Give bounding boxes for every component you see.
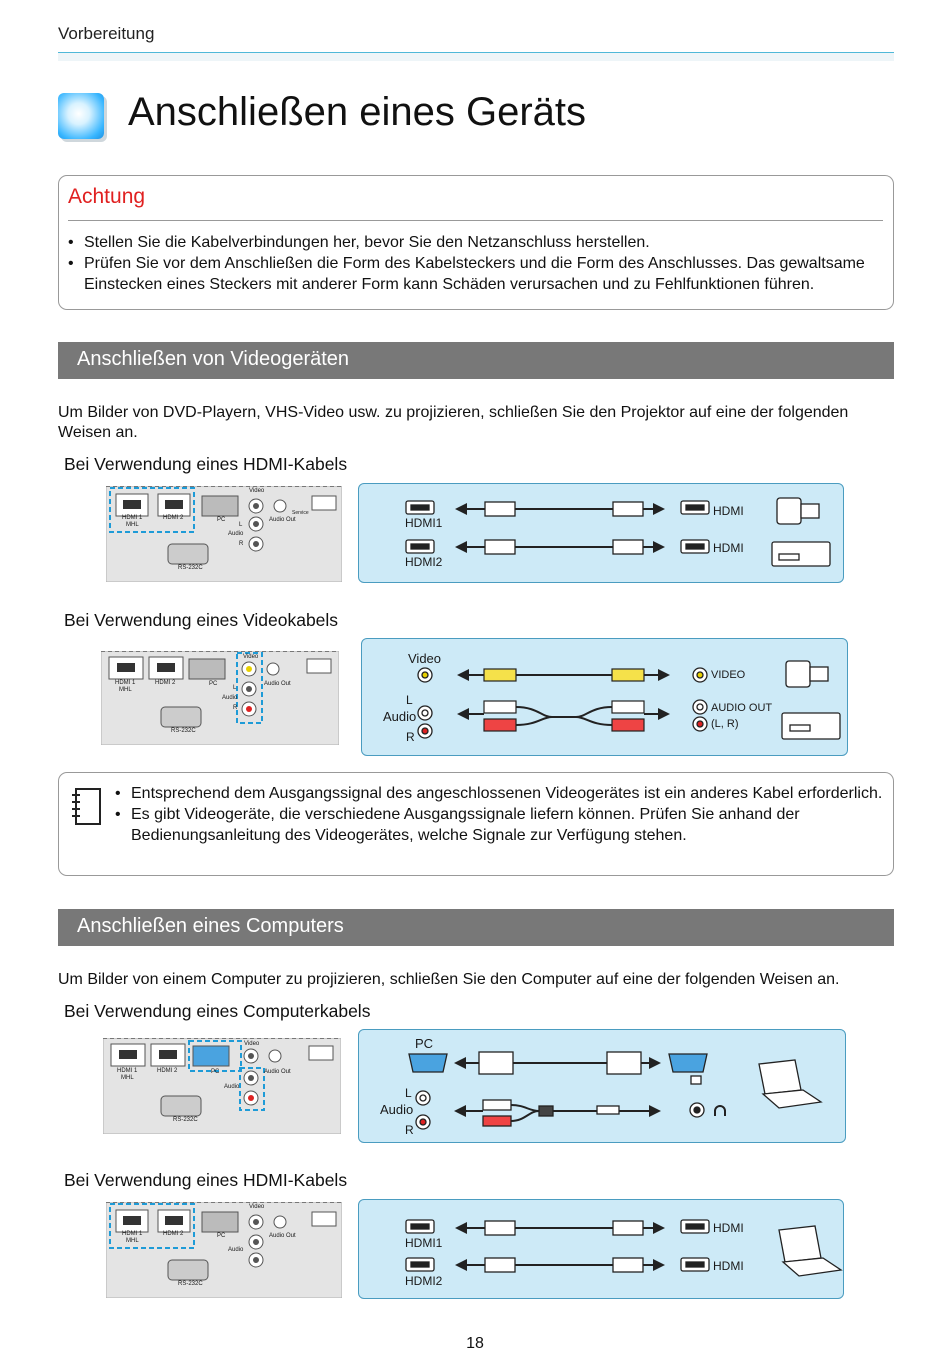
label-hdmi2: HDMI 2 [155, 680, 176, 686]
label-audio-out: Audio Out [264, 681, 291, 687]
label-r: R [233, 705, 238, 711]
diagram-label-lr: (L, R) [711, 718, 739, 730]
notebook-icon [70, 787, 103, 827]
diagram-label-hdmi-out-2: HDMI [713, 1259, 744, 1273]
running-header: Vorbereitung [58, 24, 155, 43]
label-video: Video [249, 488, 265, 494]
diagram-label-hdmi1: HDMI1 [405, 516, 443, 530]
label-audio: Audio [228, 531, 244, 537]
label-rs232c: RS-232C [171, 728, 196, 734]
port-panel-pc: HDMI 1 MHL HDMI 2 PC Video Audio Audio O… [103, 1038, 341, 1134]
label-r: R [239, 541, 244, 547]
label-hdmi2: HDMI 2 [163, 1231, 184, 1237]
caution-divider [68, 220, 883, 221]
label-rs232c: RS-232C [173, 1117, 198, 1123]
label-rs232c: RS-232C [178, 565, 203, 571]
video-connection-diagram: Video L Audio R VIDEO AUDIO OUT (L, R) [361, 638, 848, 756]
computer-intro: Um Bilder von einem Computer zu projizie… [58, 971, 840, 988]
label-video: Video [244, 1041, 260, 1047]
caution-box: Achtung Stellen Sie die Kabelverbindunge… [58, 175, 894, 310]
diagram-label-audio-out: AUDIO OUT [711, 702, 773, 714]
label-video: Video [249, 1204, 265, 1210]
diagram-label-r: R [405, 1123, 414, 1137]
label-audio-out: Audio Out [269, 1233, 296, 1239]
caution-title: Achtung [68, 185, 146, 208]
diagram-label-hdmi-out-1: HDMI [713, 1221, 744, 1235]
diagram-label-l: L [405, 1086, 412, 1100]
label-pc: PC [217, 1233, 226, 1239]
diagram-label-r: R [406, 730, 415, 744]
label-mhl: MHL [126, 522, 139, 528]
note-box: Entsprechend dem Ausgangssignal des ange… [58, 772, 894, 876]
label-hdmi1: HDMI 1 [117, 1068, 138, 1074]
label-mhl: MHL [126, 1238, 139, 1244]
caution-list: Stellen Sie die Kabelverbindungen her, b… [68, 232, 888, 295]
diagram-label-hdmi2: HDMI2 [405, 1274, 443, 1288]
label-audio: Audio [228, 1247, 244, 1253]
diagram-label-audio: Audio [383, 709, 417, 724]
label-pc: PC [209, 681, 218, 687]
caution-item: Prüfen Sie vor dem Anschließen die Form … [68, 253, 888, 295]
diagram-label-audio: Audio [380, 1102, 414, 1117]
subheading-computer-cable: Bei Verwendung eines Computerkabels [64, 1001, 371, 1021]
page-title: Anschließen eines Geräts [128, 90, 587, 134]
label-l: L [239, 522, 243, 528]
diagram-label-pc: PC [415, 1036, 434, 1051]
port-panel-hdmi-computer: HDMI 1 MHL HDMI 2 PC Video Audio Audio O… [106, 1202, 342, 1298]
diagram-label-video-out: VIDEO [711, 669, 746, 681]
label-pc: PC [217, 517, 226, 523]
diagram-label-hdmi1: HDMI1 [405, 1236, 443, 1250]
subheading-video-cable: Bei Verwendung eines Videokabels [64, 610, 339, 630]
chapter-icon [58, 93, 104, 139]
caution-item: Stellen Sie die Kabelverbindungen her, b… [68, 232, 888, 253]
diagram-label-hdmi-out-1: HDMI [713, 504, 744, 518]
port-panel-hdmi: HDMI 1 MHL HDMI 2 PC Video L Audio R Aud… [106, 486, 342, 582]
label-mhl: MHL [119, 687, 132, 693]
video-intro: Um Bilder von DVD-Playern, VHS-Video usw… [58, 404, 849, 441]
diagram-label-hdmi2: HDMI2 [405, 555, 443, 569]
header-rule [58, 52, 894, 61]
note-list: Entsprechend dem Ausgangssignal des ange… [115, 783, 885, 846]
label-audio-out: Audio Out [269, 517, 296, 523]
diagram-label-video: Video [408, 651, 442, 666]
label-audio: Audio [224, 1084, 240, 1090]
label-hdmi1: HDMI 1 [115, 680, 136, 686]
subheading-hdmi-video: Bei Verwendung eines HDMI-Kabels [64, 454, 348, 474]
section-heading-video: Anschließen von Videogeräten [58, 342, 894, 379]
label-audio: Audio [222, 695, 238, 701]
label-pc: PC [211, 1069, 220, 1075]
subheading-hdmi-computer: Bei Verwendung eines HDMI-Kabels [64, 1170, 348, 1190]
port-panel-video: HDMI 1 MHL HDMI 2 PC Video L Audio R Aud… [101, 651, 339, 745]
diagram-label-l: L [406, 693, 413, 707]
label-hdmi2: HDMI 2 [157, 1068, 178, 1074]
label-mhl: MHL [121, 1075, 134, 1081]
diagram-label-hdmi-out-2: HDMI [713, 541, 744, 555]
label-hdmi1: HDMI 1 [122, 515, 143, 521]
label-l: L [233, 685, 237, 691]
label-hdmi1: HDMI 1 [122, 1231, 143, 1237]
label-audio-out: Audio Out [264, 1069, 291, 1075]
note-item: Entsprechend dem Ausgangssignal des ange… [115, 783, 885, 804]
pc-connection-diagram: PC L Audio R [358, 1029, 846, 1143]
label-video: Video [243, 654, 259, 660]
hdmi-connection-diagram-computer: HDMI1 HDMI2 HDMI HDMI [358, 1199, 844, 1299]
label-rs232c: RS-232C [178, 1281, 203, 1287]
label-service: Service [292, 510, 309, 516]
hdmi-connection-diagram-video: HDMI1 HDMI2 HDMI HDMI [358, 483, 844, 583]
label-hdmi2: HDMI 2 [163, 515, 184, 521]
page-number: 18 [466, 1335, 484, 1352]
section-heading-computer: Anschließen eines Computers [58, 909, 894, 946]
note-item: Es gibt Videogeräte, die verschiedene Au… [115, 804, 885, 846]
